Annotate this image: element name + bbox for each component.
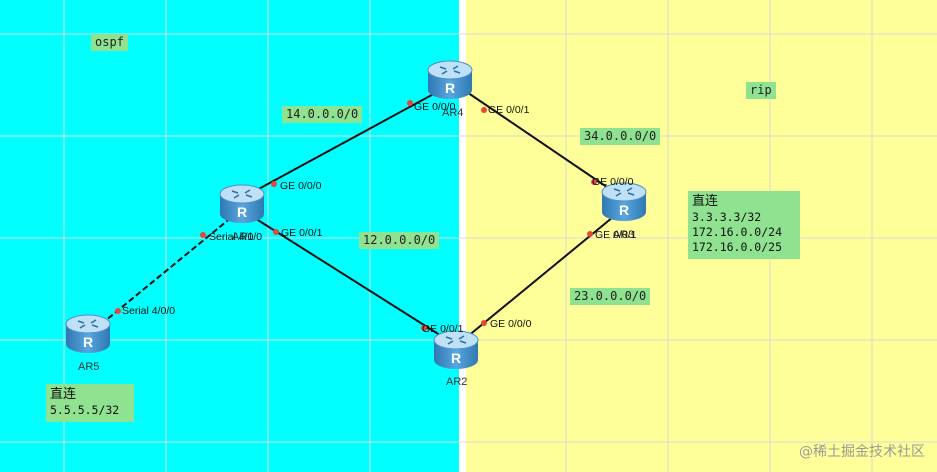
router-ar3-name: AR3 xyxy=(613,229,635,241)
svg-text:R: R xyxy=(451,350,461,366)
ar3-route: 172.16.0.0/25 xyxy=(692,240,783,254)
router-ar4-icon[interactable]: R xyxy=(426,56,474,102)
svg-text:R: R xyxy=(237,204,247,220)
svg-text:R: R xyxy=(83,334,93,350)
router-ar3-icon[interactable]: R xyxy=(600,178,648,224)
ar1-port-ge001: GE 0/0/1 xyxy=(281,227,323,239)
ar3-direct-title: 直连 xyxy=(692,194,719,209)
ar4-port-ge001: GE 0/0/1 xyxy=(488,104,530,116)
ar1-port-serial: Serial 4/0/0 xyxy=(209,231,263,243)
router-ar4-name: AR4 xyxy=(442,107,464,119)
router-ar2-icon[interactable]: R xyxy=(432,326,480,372)
network-label-23: 23.0.0.0/0 xyxy=(570,288,651,305)
port-dot xyxy=(421,325,427,331)
router-ar2-name: AR2 xyxy=(446,376,468,388)
port-dot xyxy=(587,231,593,237)
router-ar5-name: AR5 xyxy=(78,361,100,373)
ar3-route: 3.3.3.3/32 xyxy=(692,210,762,224)
ar1-port-ge000: GE 0/0/0 xyxy=(280,180,322,192)
port-dot xyxy=(115,308,121,314)
rip-area-label: rip xyxy=(746,82,776,99)
ar5-port-serial: Serial 4/0/0 xyxy=(122,305,176,317)
port-dot xyxy=(271,181,277,187)
link-ar1-ar4[interactable] xyxy=(241,83,453,199)
network-label-12: 12.0.0.0/0 xyxy=(359,232,440,249)
network-label-34: 34.0.0.0/0 xyxy=(580,128,661,145)
ar5-route: 5.5.5.5/32 xyxy=(50,403,120,417)
router-ar1-icon[interactable]: R xyxy=(218,180,266,226)
ar4-port-ge000: GE 0/0/0 xyxy=(414,101,456,113)
ar2-port-ge001: GE 0/0/1 xyxy=(422,323,464,335)
port-dot xyxy=(273,229,279,235)
port-dot xyxy=(481,107,487,113)
port-dot xyxy=(200,232,206,238)
watermark-text: @稀土掘金技术社区 xyxy=(799,444,925,460)
ar3-direct-routes: 直连 3.3.3.3/32 172.16.0.0/24 172.16.0.0/2… xyxy=(688,191,800,259)
ar3-port-ge000: GE 0/0/0 xyxy=(592,176,634,188)
ospf-area-label: ospf xyxy=(91,34,128,51)
ar5-direct-title: 直连 xyxy=(50,387,77,402)
port-dot xyxy=(481,320,487,326)
router-ar5-icon[interactable]: R xyxy=(64,310,112,356)
svg-text:R: R xyxy=(445,80,455,96)
router-ar1-name: AR1 xyxy=(232,231,254,243)
network-label-14: 14.0.0.0/0 xyxy=(282,106,363,123)
port-dot xyxy=(591,179,597,185)
area-divider xyxy=(459,0,466,472)
ar3-route: 172.16.0.0/24 xyxy=(692,225,783,239)
ar2-port-ge000: GE 0/0/0 xyxy=(490,318,532,330)
link-ar4-ar3[interactable] xyxy=(454,83,627,201)
ar3-port-ge001: GE 0/0/1 xyxy=(595,229,637,241)
port-dot xyxy=(407,100,413,106)
ar5-direct-routes: 直连 5.5.5.5/32 xyxy=(46,384,134,422)
svg-text:R: R xyxy=(619,202,629,218)
